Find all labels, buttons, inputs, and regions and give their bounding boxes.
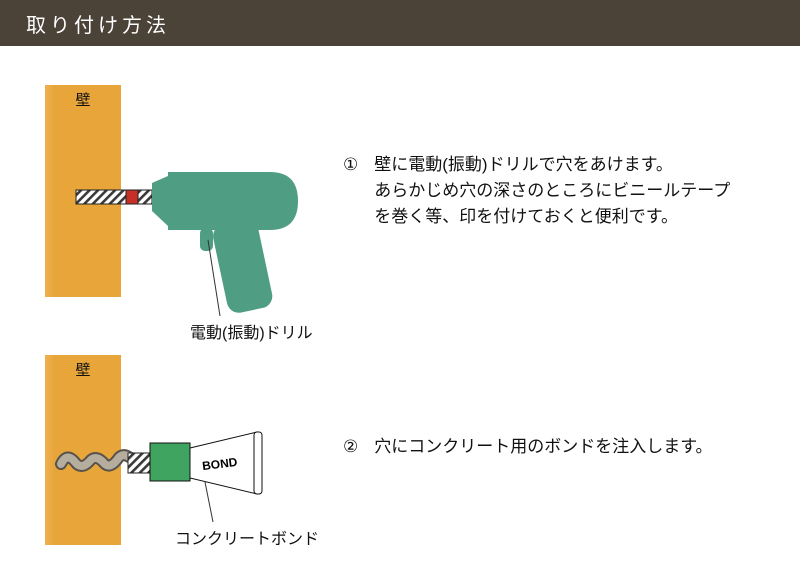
bond-nozzle <box>127 452 153 474</box>
adhesive-squiggle <box>57 451 133 470</box>
bond-tube-end <box>253 431 263 495</box>
drill-illustration <box>75 172 298 317</box>
bond-tube-label: BOND <box>201 455 238 473</box>
page-header: 取り付け方法 <box>0 0 800 46</box>
step-1: ① 壁に電動(振動)ドリルで穴をあけます。 あらかじめ穴の深さのところにビニール… <box>343 152 730 230</box>
wall-label-2: 壁 <box>75 362 91 379</box>
step-1-line-2: あらかじめ穴の深さのところにビニールテープ <box>374 181 731 200</box>
drill-trigger <box>200 228 213 251</box>
step-2: ② 穴にコンクリート用のボンドを注入します。 <box>343 434 713 460</box>
drill-caption: 電動(振動)ドリル <box>190 325 313 342</box>
depth-mark-tape <box>125 189 139 205</box>
leader-line-drill <box>207 239 221 317</box>
step-2-line-1: 穴にコンクリート用のボンドを注入します。 <box>374 437 713 456</box>
wall-figure-2: 壁 <box>45 355 121 545</box>
step-1-text: 壁に電動(振動)ドリルで穴をあけます。 あらかじめ穴の深さのところにビニールテー… <box>374 152 730 230</box>
leader-line-bond <box>204 481 214 523</box>
step-1-number: ① <box>343 155 359 174</box>
bond-illustration: BOND <box>55 431 263 523</box>
bond-cap <box>149 442 191 482</box>
bond-caption: コンクリートボンド <box>175 531 320 548</box>
drill-handle <box>213 219 273 313</box>
wall-label-1: 壁 <box>75 92 91 109</box>
step-1-line-1: 壁に電動(振動)ドリルで穴をあけます。 <box>374 155 673 174</box>
step-2-number: ② <box>343 437 359 456</box>
page-title: 取り付け方法 <box>26 14 170 37</box>
drill-chuck <box>152 176 168 226</box>
drill-body <box>168 172 298 230</box>
step-2-text: 穴にコンクリート用のボンドを注入します。 <box>374 434 712 460</box>
step-1-line-3: を巻く等、印を付けておくと便利です。 <box>374 207 679 226</box>
drill-bit <box>75 189 153 205</box>
